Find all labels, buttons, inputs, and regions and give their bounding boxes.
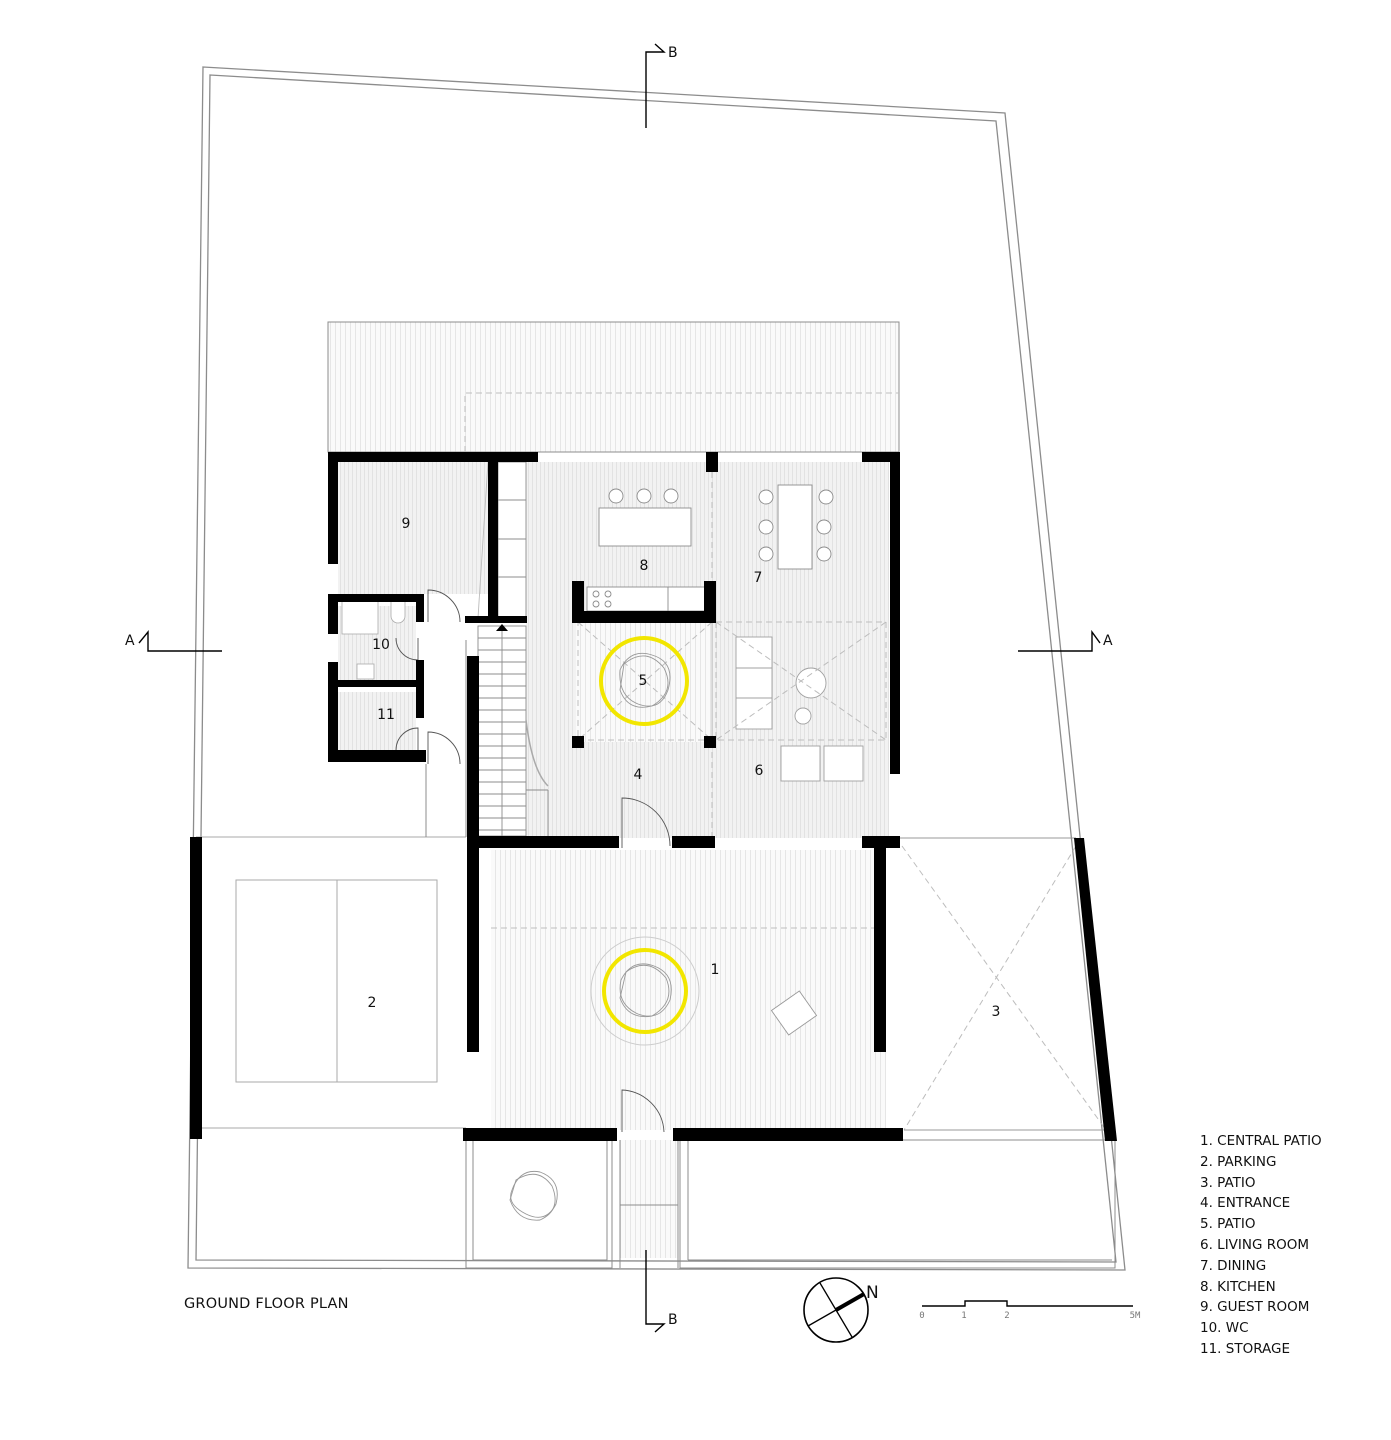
north-arrow-icon: [803, 1277, 869, 1343]
living-furniture: [735, 636, 864, 782]
room-number-10: 10: [372, 637, 390, 653]
walls: [190, 452, 1117, 1141]
roof-terrace-hatched: [327, 321, 900, 453]
room-number-3: 3: [992, 1004, 1001, 1020]
legend-item: 5. PATIO: [1200, 1216, 1256, 1233]
parking-area: [196, 836, 466, 1129]
room-number-5: 5: [639, 673, 648, 689]
room-number-2: 2: [368, 995, 377, 1011]
scale-tick-2: 2: [1004, 1311, 1009, 1321]
legend-item: 11. STORAGE: [1200, 1340, 1291, 1357]
section-markers: [138, 43, 1101, 1333]
room-number-1: 1: [711, 962, 720, 978]
section-a-left-label: A: [125, 633, 135, 649]
section-b-bottom-label: B: [668, 1312, 678, 1328]
legend-item: 4. ENTRANCE: [1200, 1195, 1291, 1212]
legend-item: 7. DINING: [1200, 1257, 1267, 1274]
room-legend: 1. CENTRAL PATIO 2. PARKING 3. PATIO 4. …: [1200, 1131, 1322, 1360]
legend-item: 3. PATIO: [1200, 1174, 1256, 1191]
room-labels: 1 2 3 4 5 6 7 8 9 10 11: [368, 516, 1001, 1020]
dining-furniture: [758, 484, 834, 570]
scale-tick-5m: 5M: [1130, 1311, 1141, 1321]
room-number-7: 7: [754, 570, 763, 586]
patio-3-edges: [900, 837, 1110, 1131]
room-number-11: 11: [377, 707, 395, 723]
patio-5-tree: [599, 636, 689, 726]
plan-title: GROUND FLOOR PLAN: [184, 1296, 349, 1312]
room-number-9: 9: [402, 516, 411, 532]
legend-item: 1. CENTRAL PATIO: [1200, 1133, 1322, 1149]
legend-item: 9. GUEST ROOM: [1200, 1299, 1310, 1316]
scale-tick-0: 0: [919, 1311, 924, 1321]
central-patio-tree: [590, 936, 700, 1046]
scale-tick-1: 1: [961, 1311, 966, 1321]
legend-item: 8. KITCHEN: [1200, 1278, 1276, 1295]
patio-3-void: [901, 845, 1107, 1131]
lounge-chair: [770, 990, 818, 1036]
legend-item: 6. LIVING ROOM: [1200, 1236, 1310, 1253]
living-void-dashed: [491, 462, 887, 929]
legend-item: 2. PARKING: [1200, 1153, 1277, 1170]
section-b-top-label: B: [668, 45, 678, 61]
north-label: N: [866, 1283, 879, 1303]
scale-bar: [922, 1300, 1133, 1307]
staircase: [477, 461, 549, 837]
front-planter-tree: [509, 1170, 558, 1221]
wc-fixtures: [341, 599, 406, 680]
legend-item: 10. WC: [1200, 1320, 1249, 1337]
room-number-6: 6: [755, 763, 764, 779]
room-number-4: 4: [634, 767, 643, 783]
room-number-8: 8: [640, 558, 649, 574]
section-a-right-label: A: [1103, 633, 1113, 649]
